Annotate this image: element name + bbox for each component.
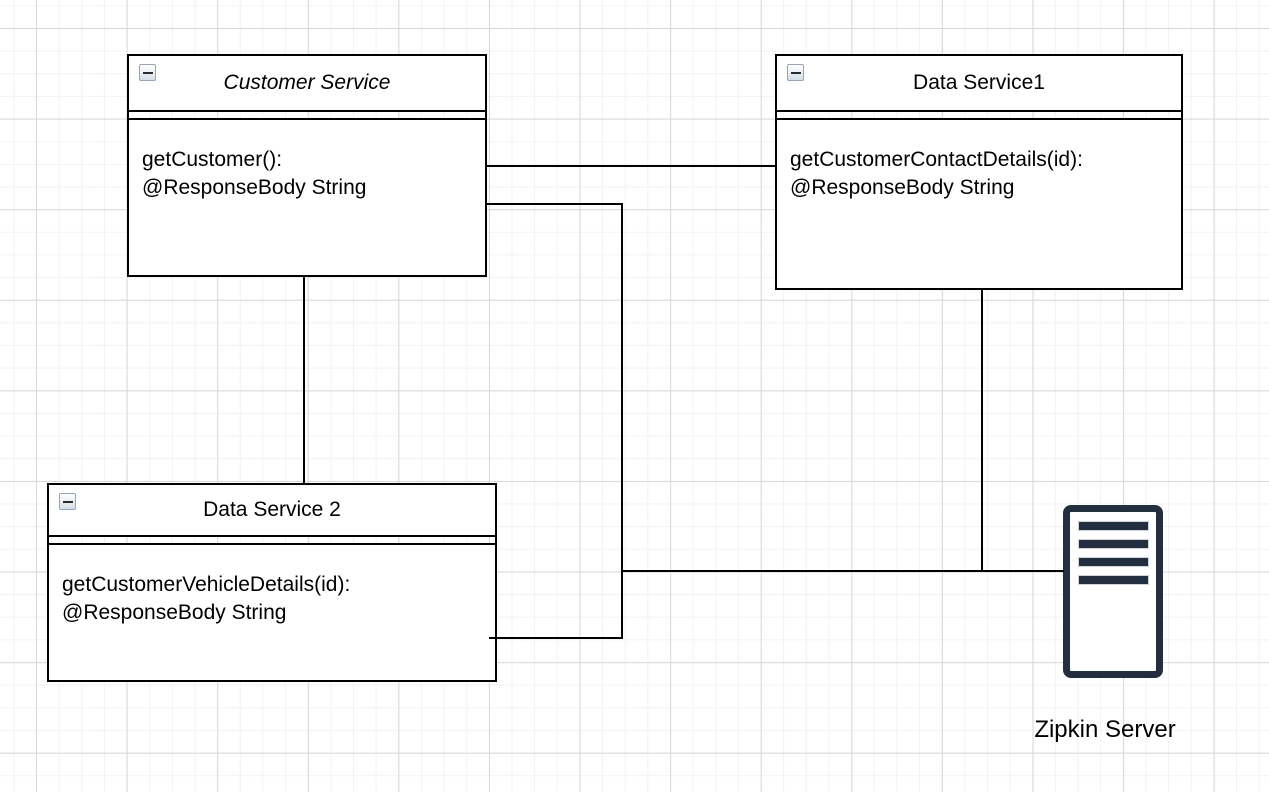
method-line: @ResponseBody String [142, 176, 367, 199]
node-header: Data Service 2 [49, 485, 495, 537]
node-title: Data Service 2 [203, 498, 341, 521]
zipkin-server-label: Zipkin Server [1034, 716, 1176, 743]
server-slot-bar [1079, 540, 1148, 548]
section-divider [49, 537, 495, 545]
node-customer-service[interactable]: Customer Service getCustomer(): @Respons… [127, 54, 487, 277]
node-data-service-2[interactable]: Data Service 2 getCustomerVehicleDetails… [47, 483, 497, 682]
server-slot-bar [1079, 576, 1148, 584]
server-icon[interactable] [1063, 505, 1163, 678]
edge-customer-right-to-dataservice2-right[interactable] [487, 203, 623, 639]
node-title: Customer Service [223, 71, 391, 94]
method-line: @ResponseBody String [62, 601, 287, 624]
method-line: getCustomerContactDetails(id): [790, 148, 1083, 171]
method-line: getCustomer(): [142, 148, 283, 171]
node-body: getCustomerVehicleDetails(id): @Response… [49, 545, 495, 680]
server-slot-bar [1079, 558, 1148, 566]
minus-icon [142, 71, 153, 74]
node-body: getCustomerContactDetails(id): @Response… [777, 120, 1181, 288]
section-divider [777, 112, 1181, 120]
collapse-minus-icon[interactable] [59, 493, 76, 510]
collapse-minus-icon[interactable] [787, 64, 804, 81]
minus-icon [790, 71, 801, 74]
node-data-service-1[interactable]: Data Service1 getCustomerContactDetails(… [775, 54, 1183, 290]
method-line: getCustomerVehicleDetails(id): [62, 573, 351, 596]
collapse-minus-icon[interactable] [139, 64, 156, 81]
node-title: Data Service1 [913, 71, 1045, 94]
node-header: Data Service1 [777, 56, 1181, 112]
method-line: @ResponseBody String [790, 176, 1015, 199]
minus-icon [62, 500, 73, 503]
section-divider [129, 112, 485, 120]
node-header: Customer Service [129, 56, 485, 112]
server-slot-bar [1079, 522, 1148, 530]
node-body: getCustomer(): @ResponseBody String [129, 120, 485, 275]
